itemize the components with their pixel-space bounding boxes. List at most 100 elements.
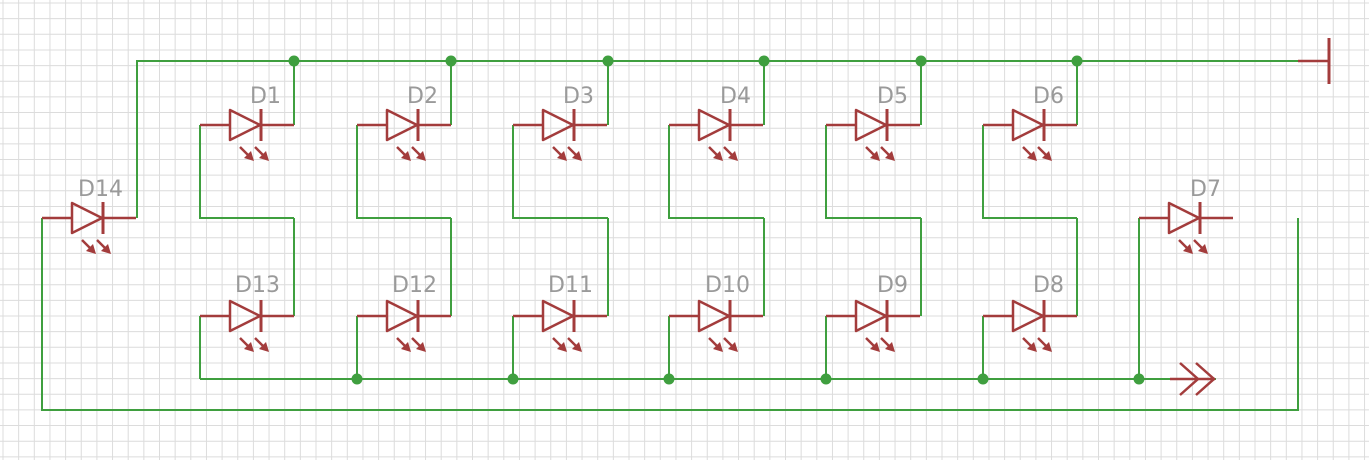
diode-triangle xyxy=(541,108,575,142)
light-ray-arrowhead xyxy=(1027,342,1037,352)
junction-dot xyxy=(507,373,519,385)
light-ray-arrowhead xyxy=(416,342,426,352)
junction-dot xyxy=(663,373,675,385)
junctions xyxy=(288,55,1145,385)
light-ray-arrowhead xyxy=(244,342,254,352)
wire xyxy=(41,218,1299,411)
label-d7: D7 xyxy=(1190,177,1221,202)
label-d4: D4 xyxy=(720,84,751,109)
label-d8: D8 xyxy=(1033,273,1064,298)
label-d5: D5 xyxy=(877,84,908,109)
junction-dot xyxy=(820,373,832,385)
diode-d14 xyxy=(42,201,136,254)
diode-triangle xyxy=(854,108,888,142)
light-ray-arrowhead xyxy=(557,151,567,161)
light-ray-arrowhead xyxy=(401,342,411,352)
light-ray-arrowhead xyxy=(728,342,738,352)
label-d3: D3 xyxy=(563,84,594,109)
light-ray-arrowhead xyxy=(728,151,738,161)
diode-d6 xyxy=(983,108,1077,161)
components xyxy=(42,38,1331,396)
wire xyxy=(136,60,1298,218)
light-ray-arrowhead xyxy=(1042,342,1052,352)
label-d6: D6 xyxy=(1033,84,1064,109)
ground-chevron-icon xyxy=(1170,362,1216,396)
label-d1: D1 xyxy=(250,84,281,109)
diode-triangle xyxy=(1011,108,1045,142)
diode-triangle xyxy=(385,299,419,333)
light-ray-arrowhead xyxy=(1027,151,1037,161)
diode-d10 xyxy=(669,299,763,352)
light-ray-arrowhead xyxy=(401,151,411,161)
diode-d3 xyxy=(513,108,607,161)
light-ray-arrowhead xyxy=(713,151,723,161)
junction-dot xyxy=(758,55,770,67)
junction-dot xyxy=(445,55,457,67)
light-ray-arrowhead xyxy=(885,342,895,352)
diode-triangle xyxy=(1167,201,1201,235)
junction-dot xyxy=(915,55,927,67)
light-ray-arrowhead xyxy=(416,151,426,161)
light-ray-arrowhead xyxy=(259,151,269,161)
light-ray-arrowhead xyxy=(885,151,895,161)
wire xyxy=(825,125,921,219)
diode-triangle xyxy=(70,201,104,235)
light-ray-arrowhead xyxy=(1183,244,1193,254)
diode-d4 xyxy=(669,108,763,161)
wires xyxy=(41,60,1299,411)
light-ray-arrowhead xyxy=(572,342,582,352)
ground-chevron xyxy=(1195,362,1216,396)
labels: D1 D2 D3 D4 D5 D6 D7 D8 D9 D10 D11 D12 D… xyxy=(78,84,1221,298)
diode-triangle xyxy=(854,299,888,333)
label-d13: D13 xyxy=(235,273,280,298)
diode-d2 xyxy=(357,108,451,161)
light-ray-arrowhead xyxy=(572,151,582,161)
diode-triangle xyxy=(228,108,262,142)
ground-chevron xyxy=(1179,362,1200,396)
diode-d7 xyxy=(1139,201,1233,254)
wire xyxy=(199,125,294,219)
label-d12: D12 xyxy=(392,273,437,298)
junction-dot xyxy=(602,55,614,67)
diode-triangle xyxy=(697,108,731,142)
light-ray-arrowhead xyxy=(713,342,723,352)
wire xyxy=(982,125,1077,219)
wire xyxy=(356,125,451,219)
diode-d9 xyxy=(826,299,920,352)
light-ray-arrowhead xyxy=(259,342,269,352)
light-ray-arrowhead xyxy=(870,151,880,161)
light-ray-arrowhead xyxy=(244,151,254,161)
label-d14: D14 xyxy=(78,177,123,202)
light-ray-arrowhead xyxy=(1198,244,1208,254)
junction-dot xyxy=(351,373,363,385)
label-d10: D10 xyxy=(705,273,750,298)
diode-d1 xyxy=(200,108,294,161)
junction-dot xyxy=(1133,373,1145,385)
diode-triangle xyxy=(697,299,731,333)
light-ray-arrowhead xyxy=(86,244,96,254)
label-d11: D11 xyxy=(548,273,593,298)
diode-d12 xyxy=(357,299,451,352)
junction-dot xyxy=(977,373,989,385)
diode-d11 xyxy=(513,299,607,352)
diode-d13 xyxy=(200,299,294,352)
label-d9: D9 xyxy=(877,273,908,298)
light-ray-arrowhead xyxy=(870,342,880,352)
light-ray-arrowhead xyxy=(1042,151,1052,161)
light-ray-arrowhead xyxy=(557,342,567,352)
wire xyxy=(512,125,608,219)
diode-triangle xyxy=(1011,299,1045,333)
diode-triangle xyxy=(541,299,575,333)
wire xyxy=(668,125,764,219)
diode-d5 xyxy=(826,108,920,161)
diode-d8 xyxy=(983,299,1077,352)
diode-triangle xyxy=(385,108,419,142)
junction-dot xyxy=(1071,55,1083,67)
junction-dot xyxy=(288,55,300,67)
diode-triangle xyxy=(228,299,262,333)
light-ray-arrowhead xyxy=(101,244,111,254)
label-d2: D2 xyxy=(407,84,438,109)
